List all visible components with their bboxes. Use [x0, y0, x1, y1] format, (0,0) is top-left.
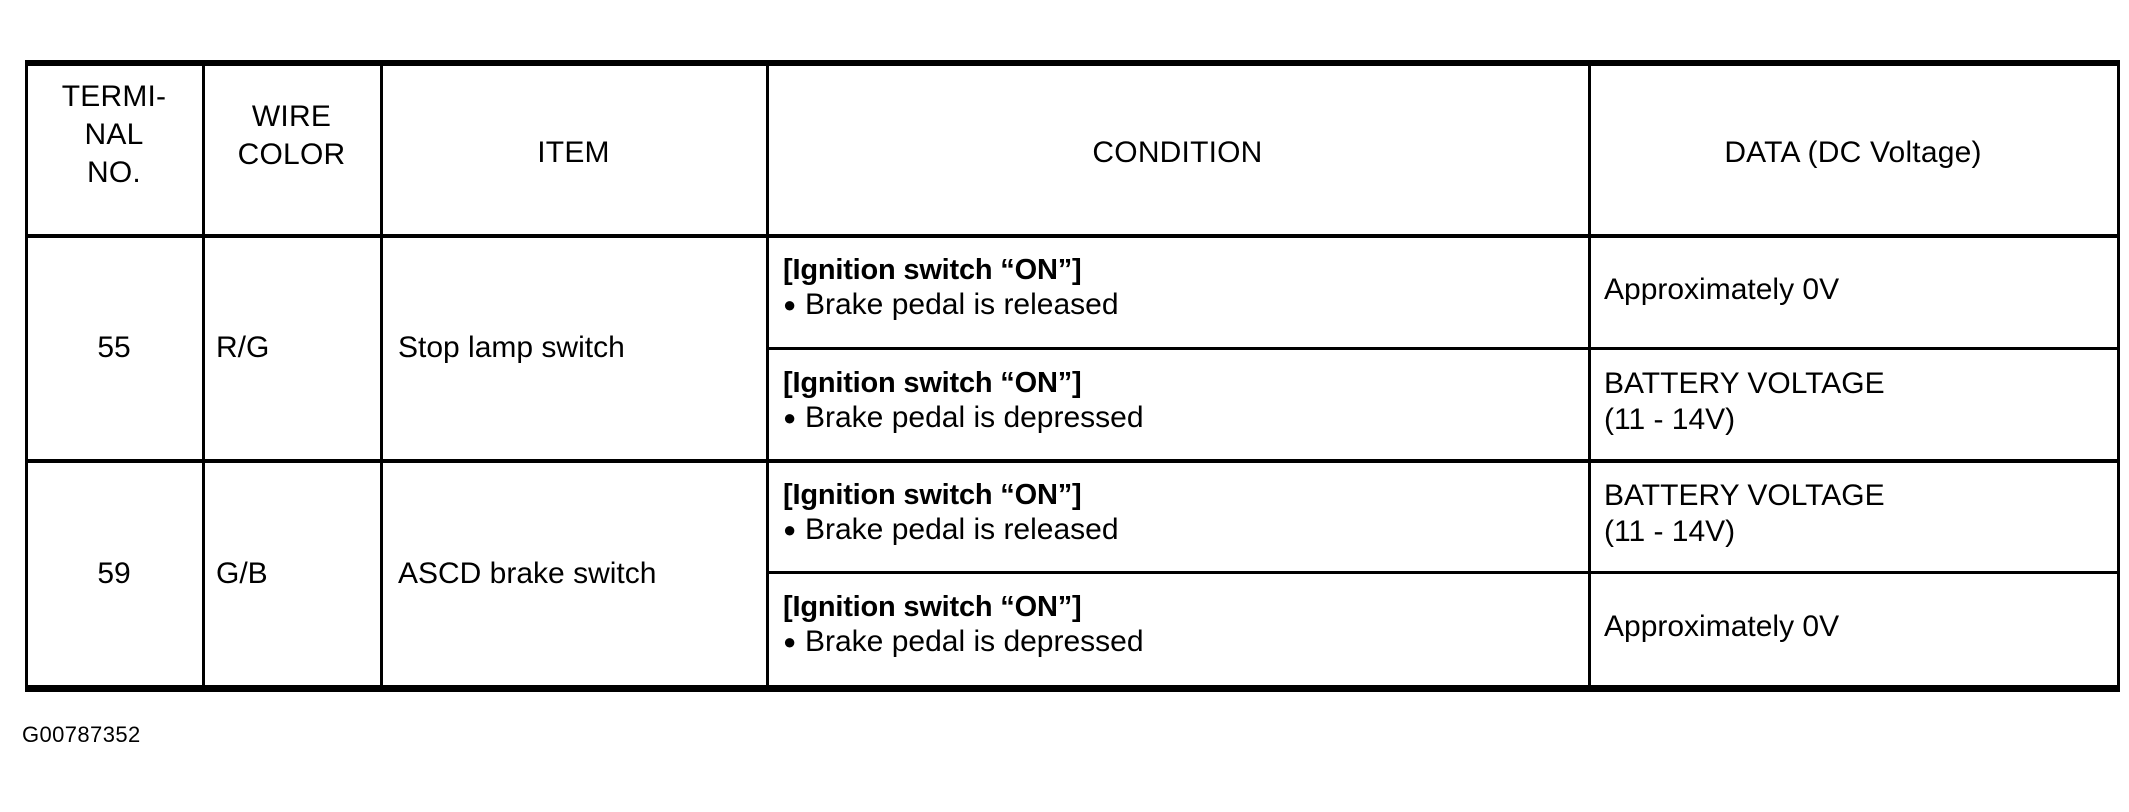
header-bottom-border — [25, 234, 2120, 238]
row-55-subrow-1-condition: [Ignition switch “ON”] ● Brake pedal is r… — [783, 253, 1578, 323]
bullet-icon: ● — [783, 405, 797, 430]
row-55-subrow-2-data-line-2: (11 - 14V) — [1604, 403, 1736, 436]
header-terminal-no-line-1: TERMI- — [61, 80, 167, 113]
row-55-subrow-1-data: Approximately 0V — [1604, 272, 2114, 308]
row-59-subrow-1-condition-title: [Ignition switch “ON”] — [783, 479, 1082, 511]
row-55-wire-color: R/G — [216, 330, 376, 366]
row-59-subrow-1-condition: [Ignition switch “ON”] ● Brake pedal is r… — [783, 478, 1578, 548]
divider-item-condition — [766, 66, 769, 687]
bullet-icon: ● — [783, 292, 797, 317]
row-59-subrow-1-condition-bullet: ● Brake pedal is released — [783, 512, 1578, 548]
row-59-wire-color: G/B — [216, 556, 376, 592]
row-55-subrow-2-data: BATTERY VOLTAGE (11 - 14V) — [1604, 366, 2114, 438]
row-divider-55-59 — [25, 459, 2120, 463]
header-condition-label: CONDITION — [1092, 136, 1263, 169]
table-bottom-border — [25, 685, 2120, 692]
header-wire-color-line-2: COLOR — [237, 138, 346, 171]
row-59-subrow-1-condition-bullet-text: Brake pedal is released — [805, 513, 1119, 546]
row-59-subrow-2-data: Approximately 0V — [1604, 609, 2114, 645]
row-59-subrow-1-data-line-2: (11 - 14V) — [1604, 515, 1736, 548]
row-55-subrow-2-data-line-1: BATTERY VOLTAGE — [1604, 367, 1885, 400]
row-59-subrow-2-condition-bullet: ● Brake pedal is depressed — [783, 624, 1578, 660]
subrow-divider-55 — [766, 347, 2120, 350]
header-item: ITEM — [383, 134, 764, 172]
header-data: DATA (DC Voltage) — [1591, 134, 2115, 172]
row-59-subrow-2-condition: [Ignition switch “ON”] ● Brake pedal is d… — [783, 590, 1578, 660]
row-59-terminal-no-value: 59 — [97, 557, 131, 590]
row-59-item: ASCD brake switch — [398, 556, 760, 592]
row-59-subrow-2-condition-bullet-text: Brake pedal is depressed — [805, 625, 1144, 658]
header-terminal-no: TERMI- NAL NO. — [28, 78, 200, 192]
row-55-terminal-no: 55 — [28, 330, 200, 366]
table-right-border — [2117, 66, 2120, 687]
row-55-subrow-2-condition-title: [Ignition switch “ON”] — [783, 367, 1082, 399]
row-55-terminal-no-value: 55 — [97, 331, 131, 364]
table-top-border — [25, 60, 2120, 66]
row-55-subrow-1-condition-bullet-text: Brake pedal is released — [805, 288, 1119, 321]
row-55-subrow-1-data-line-1: Approximately 0V — [1604, 273, 1840, 306]
bullet-icon: ● — [783, 629, 797, 654]
header-item-label: ITEM — [537, 136, 610, 169]
header-data-label: DATA (DC Voltage) — [1724, 136, 1982, 169]
row-59-subrow-1-data-line-1: BATTERY VOLTAGE — [1604, 479, 1885, 512]
divider-wire-item — [380, 66, 383, 687]
row-59-subrow-2-condition-title: [Ignition switch “ON”] — [783, 591, 1082, 623]
bullet-icon: ● — [783, 517, 797, 542]
divider-condition-data — [1588, 66, 1591, 687]
row-55-wire-color-value: R/G — [216, 331, 270, 364]
row-59-terminal-no: 59 — [28, 556, 200, 592]
header-condition: CONDITION — [769, 134, 1586, 172]
divider-terminal-wire — [202, 66, 205, 687]
row-55-subrow-1-condition-title: [Ignition switch “ON”] — [783, 254, 1082, 286]
header-terminal-no-line-3: NO. — [87, 156, 141, 189]
row-55-subrow-2-condition: [Ignition switch “ON”] ● Brake pedal is d… — [783, 366, 1578, 436]
row-59-item-value: ASCD brake switch — [398, 557, 657, 590]
subrow-divider-59 — [766, 571, 2120, 574]
row-59-subrow-1-data: BATTERY VOLTAGE (11 - 14V) — [1604, 478, 2114, 550]
row-55-subrow-2-condition-bullet: ● Brake pedal is depressed — [783, 400, 1578, 436]
figure-code: G00787352 — [22, 722, 141, 747]
row-55-item: Stop lamp switch — [398, 330, 760, 366]
row-59-subrow-2-data-line-1: Approximately 0V — [1604, 610, 1840, 643]
row-55-item-value: Stop lamp switch — [398, 331, 625, 364]
header-wire-color: WIRE COLOR — [205, 98, 378, 174]
table-left-border — [25, 66, 28, 687]
header-terminal-no-line-2: NAL — [84, 118, 144, 151]
header-wire-color-line-1: WIRE — [251, 100, 332, 133]
row-55-subrow-2-condition-bullet-text: Brake pedal is depressed — [805, 401, 1144, 434]
row-55-subrow-1-condition-bullet: ● Brake pedal is released — [783, 287, 1578, 323]
row-59-wire-color-value: G/B — [216, 557, 268, 590]
